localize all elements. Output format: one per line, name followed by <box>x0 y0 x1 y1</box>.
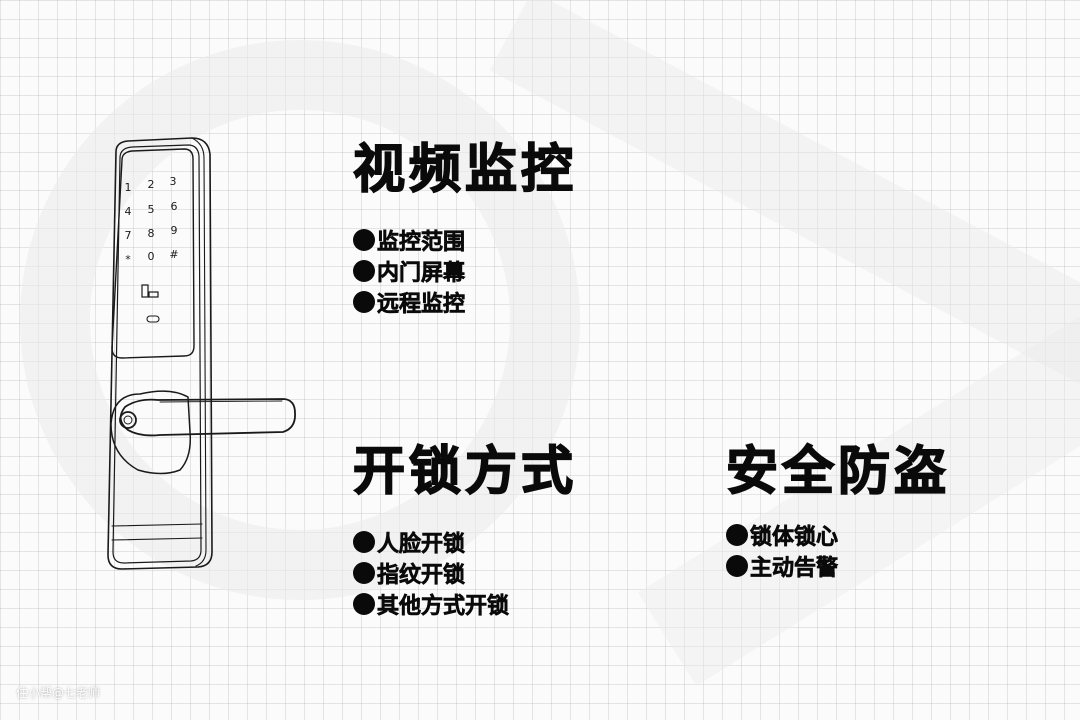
keypad-key: 4 <box>125 205 132 218</box>
background-band-decoration <box>489 0 1080 400</box>
keypad-key: 5 <box>148 203 155 216</box>
keypad-key: 1 <box>125 181 132 194</box>
feature-label: 其他方式开锁 <box>377 593 510 619</box>
keypad-key: # <box>169 248 178 261</box>
bullet-dot-icon <box>353 592 375 615</box>
bullet-dot-icon <box>726 523 748 546</box>
section-title: 开锁方式 <box>352 441 578 503</box>
keypad-key: 3 <box>170 175 177 188</box>
keypad-key: 8 <box>148 227 155 240</box>
feature-item: 内门屏幕 <box>353 255 577 286</box>
feature-item: 远程监控 <box>353 286 577 317</box>
feature-list: 人脸开锁 指纹开锁 其他方式开锁 <box>353 526 577 619</box>
feature-label: 人脸开锁 <box>377 531 466 557</box>
bullet-dot-icon <box>726 554 748 577</box>
bullet-dot-icon <box>353 561 375 584</box>
video-monitoring-section: 视频监控 监控范围 内门屏幕 远程监控 <box>352 139 578 317</box>
smart-lock-illustration: 1 2 3 4 5 6 7 8 9 * 0 # <box>107 137 296 570</box>
feature-list: 锁体锁心 主动告警 <box>726 519 950 581</box>
feature-item: 锁体锁心 <box>726 519 950 550</box>
bullet-dot-icon <box>353 228 375 251</box>
feature-item: 监控范围 <box>353 224 577 255</box>
unlock-methods-section: 开锁方式 人脸开锁 指纹开锁 其他方式开锁 <box>352 441 578 619</box>
watermark: 住小帮@七老师 <box>16 686 101 700</box>
security-section: 安全防盗 锁体锁心 主动告警 <box>725 441 951 581</box>
feature-label: 锁体锁心 <box>750 524 839 550</box>
bullet-dot-icon <box>353 259 375 282</box>
feature-item: 其他方式开锁 <box>353 588 577 619</box>
feature-item: 主动告警 <box>726 550 950 581</box>
keypad-key: 0 <box>148 250 155 263</box>
keypad-key: 9 <box>171 224 178 237</box>
feature-item: 指纹开锁 <box>353 557 577 588</box>
section-title: 安全防盗 <box>725 441 951 503</box>
feature-item: 人脸开锁 <box>353 526 577 557</box>
keypad-key: 2 <box>148 178 155 191</box>
keypad-key: 7 <box>125 229 132 242</box>
feature-label: 指纹开锁 <box>377 562 466 588</box>
keypad-key: 6 <box>171 200 178 213</box>
bullet-dot-icon <box>353 530 375 553</box>
feature-label: 监控范围 <box>377 229 466 255</box>
feature-label: 内门屏幕 <box>377 260 466 286</box>
feature-label: 远程监控 <box>377 291 466 317</box>
keypad-key: * <box>125 253 131 266</box>
feature-list: 监控范围 内门屏幕 远程监控 <box>353 224 577 317</box>
bullet-dot-icon <box>353 290 375 313</box>
feature-label: 主动告警 <box>750 555 839 581</box>
section-title: 视频监控 <box>352 139 578 201</box>
